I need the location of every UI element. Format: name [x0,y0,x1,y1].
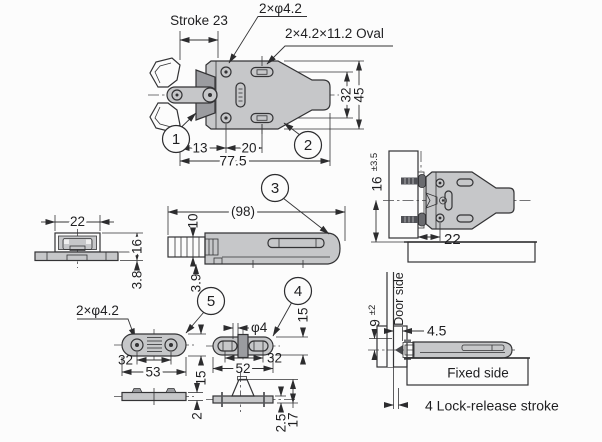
end-height-dim: 16 [130,239,145,254]
fixed-side-label: Fixed side [447,366,509,381]
projection-tol: ±2 [367,305,378,316]
balloon-4 [283,276,313,306]
strike-pitch-dim: 32 [118,353,133,368]
end-width-dim: 22 [70,214,85,229]
height-dim: 45 [352,87,367,102]
release-slot [217,340,238,352]
door-side-label: Door side [392,272,406,326]
side-slot [267,237,325,249]
center-height-dim: 16 [370,176,385,191]
lock-release-note: 4 Lock-release stroke [425,398,559,414]
plunger-height-dim: 10 [186,213,201,228]
lip-dim: 3.9 [189,274,204,293]
balloon-2 [293,130,323,160]
stroke-dim-label: Stroke 23 [170,13,228,28]
release-plate-view: φ4 4 15 32 52 2.5 17 [206,276,313,433]
balloon-1-number: 1 [172,131,180,148]
mounting-screw [401,212,426,227]
strike-length-dim: 53 [145,365,160,380]
strike-thickness-dim: 2 [190,412,205,420]
base-plate [34,251,119,262]
balloon-5 [196,286,226,316]
mount-section-view: 16 ±3.5 22 [369,150,537,263]
slot-dia-dim: φ4 [251,320,268,335]
release-pitch-dim: 32 [267,351,282,366]
balloon-3-number: 3 [271,180,279,197]
latch-body-plan [205,60,331,130]
balloon-5-number: 5 [207,293,215,310]
install-section-view: Door side Fixed side 9 ±2 4.5 4 Loc [367,272,559,414]
overall-length-dim: (98) [231,204,255,219]
latch-body-side [204,232,341,265]
wall-section [388,150,419,239]
latch-body-mounted [425,171,515,230]
release-height-dim: 17 [286,412,301,427]
oval-hole-callout: 2×4.2×11.2 Oval [285,26,384,41]
end-view: 22 16 3.8 [34,211,148,290]
projection-dim: 9 [368,319,383,327]
edge-offset-dim: 22 [444,231,461,248]
release-width-dim: 15 [296,307,311,322]
oval-slot [250,66,274,78]
length-dim: 77.5 [219,153,246,169]
center-height-tol: ±3.5 [369,153,380,171]
strike-screw-hole [164,338,178,352]
plunger [167,236,206,258]
gap-dim: 4.5 [427,323,447,339]
base-thickness-dim: 3.8 [130,271,145,290]
screw-hole [220,66,232,78]
balloon-1 [161,124,191,154]
balloon-2-number: 2 [304,137,312,154]
round-hole-callout: 2×φ4.2 [259,1,302,16]
mounting-screw [401,174,426,188]
fixed-panel-section [407,241,536,263]
plan-view: Stroke 23 2×φ4.2 2×4.2×11.2 Oval 32 45 1… [148,1,393,172]
strike-screw-hole [130,338,144,352]
oval-slot [250,112,274,124]
strike-hole-callout: 2×φ4.2 [76,303,119,318]
release-slot [248,340,269,352]
side-view: (98) 10 3.9 3 [167,173,346,293]
balloon-4-number: 4 [294,283,302,300]
hole-offset-dim: 13 [192,141,207,156]
balloon-3 [260,173,290,203]
strike-plate-view: 2×φ4.2 5 32 53 15 [76,286,226,420]
screw-hole [220,112,232,124]
hole-pitch-dim: 32 [339,87,354,102]
oval-offset-dim: 20 [241,141,256,156]
release-length-dim: 52 [235,361,250,376]
release-thickness-dim: 2.5 [274,414,289,433]
clip-hook [149,57,181,88]
strike-width-dim: 15 [194,370,209,385]
